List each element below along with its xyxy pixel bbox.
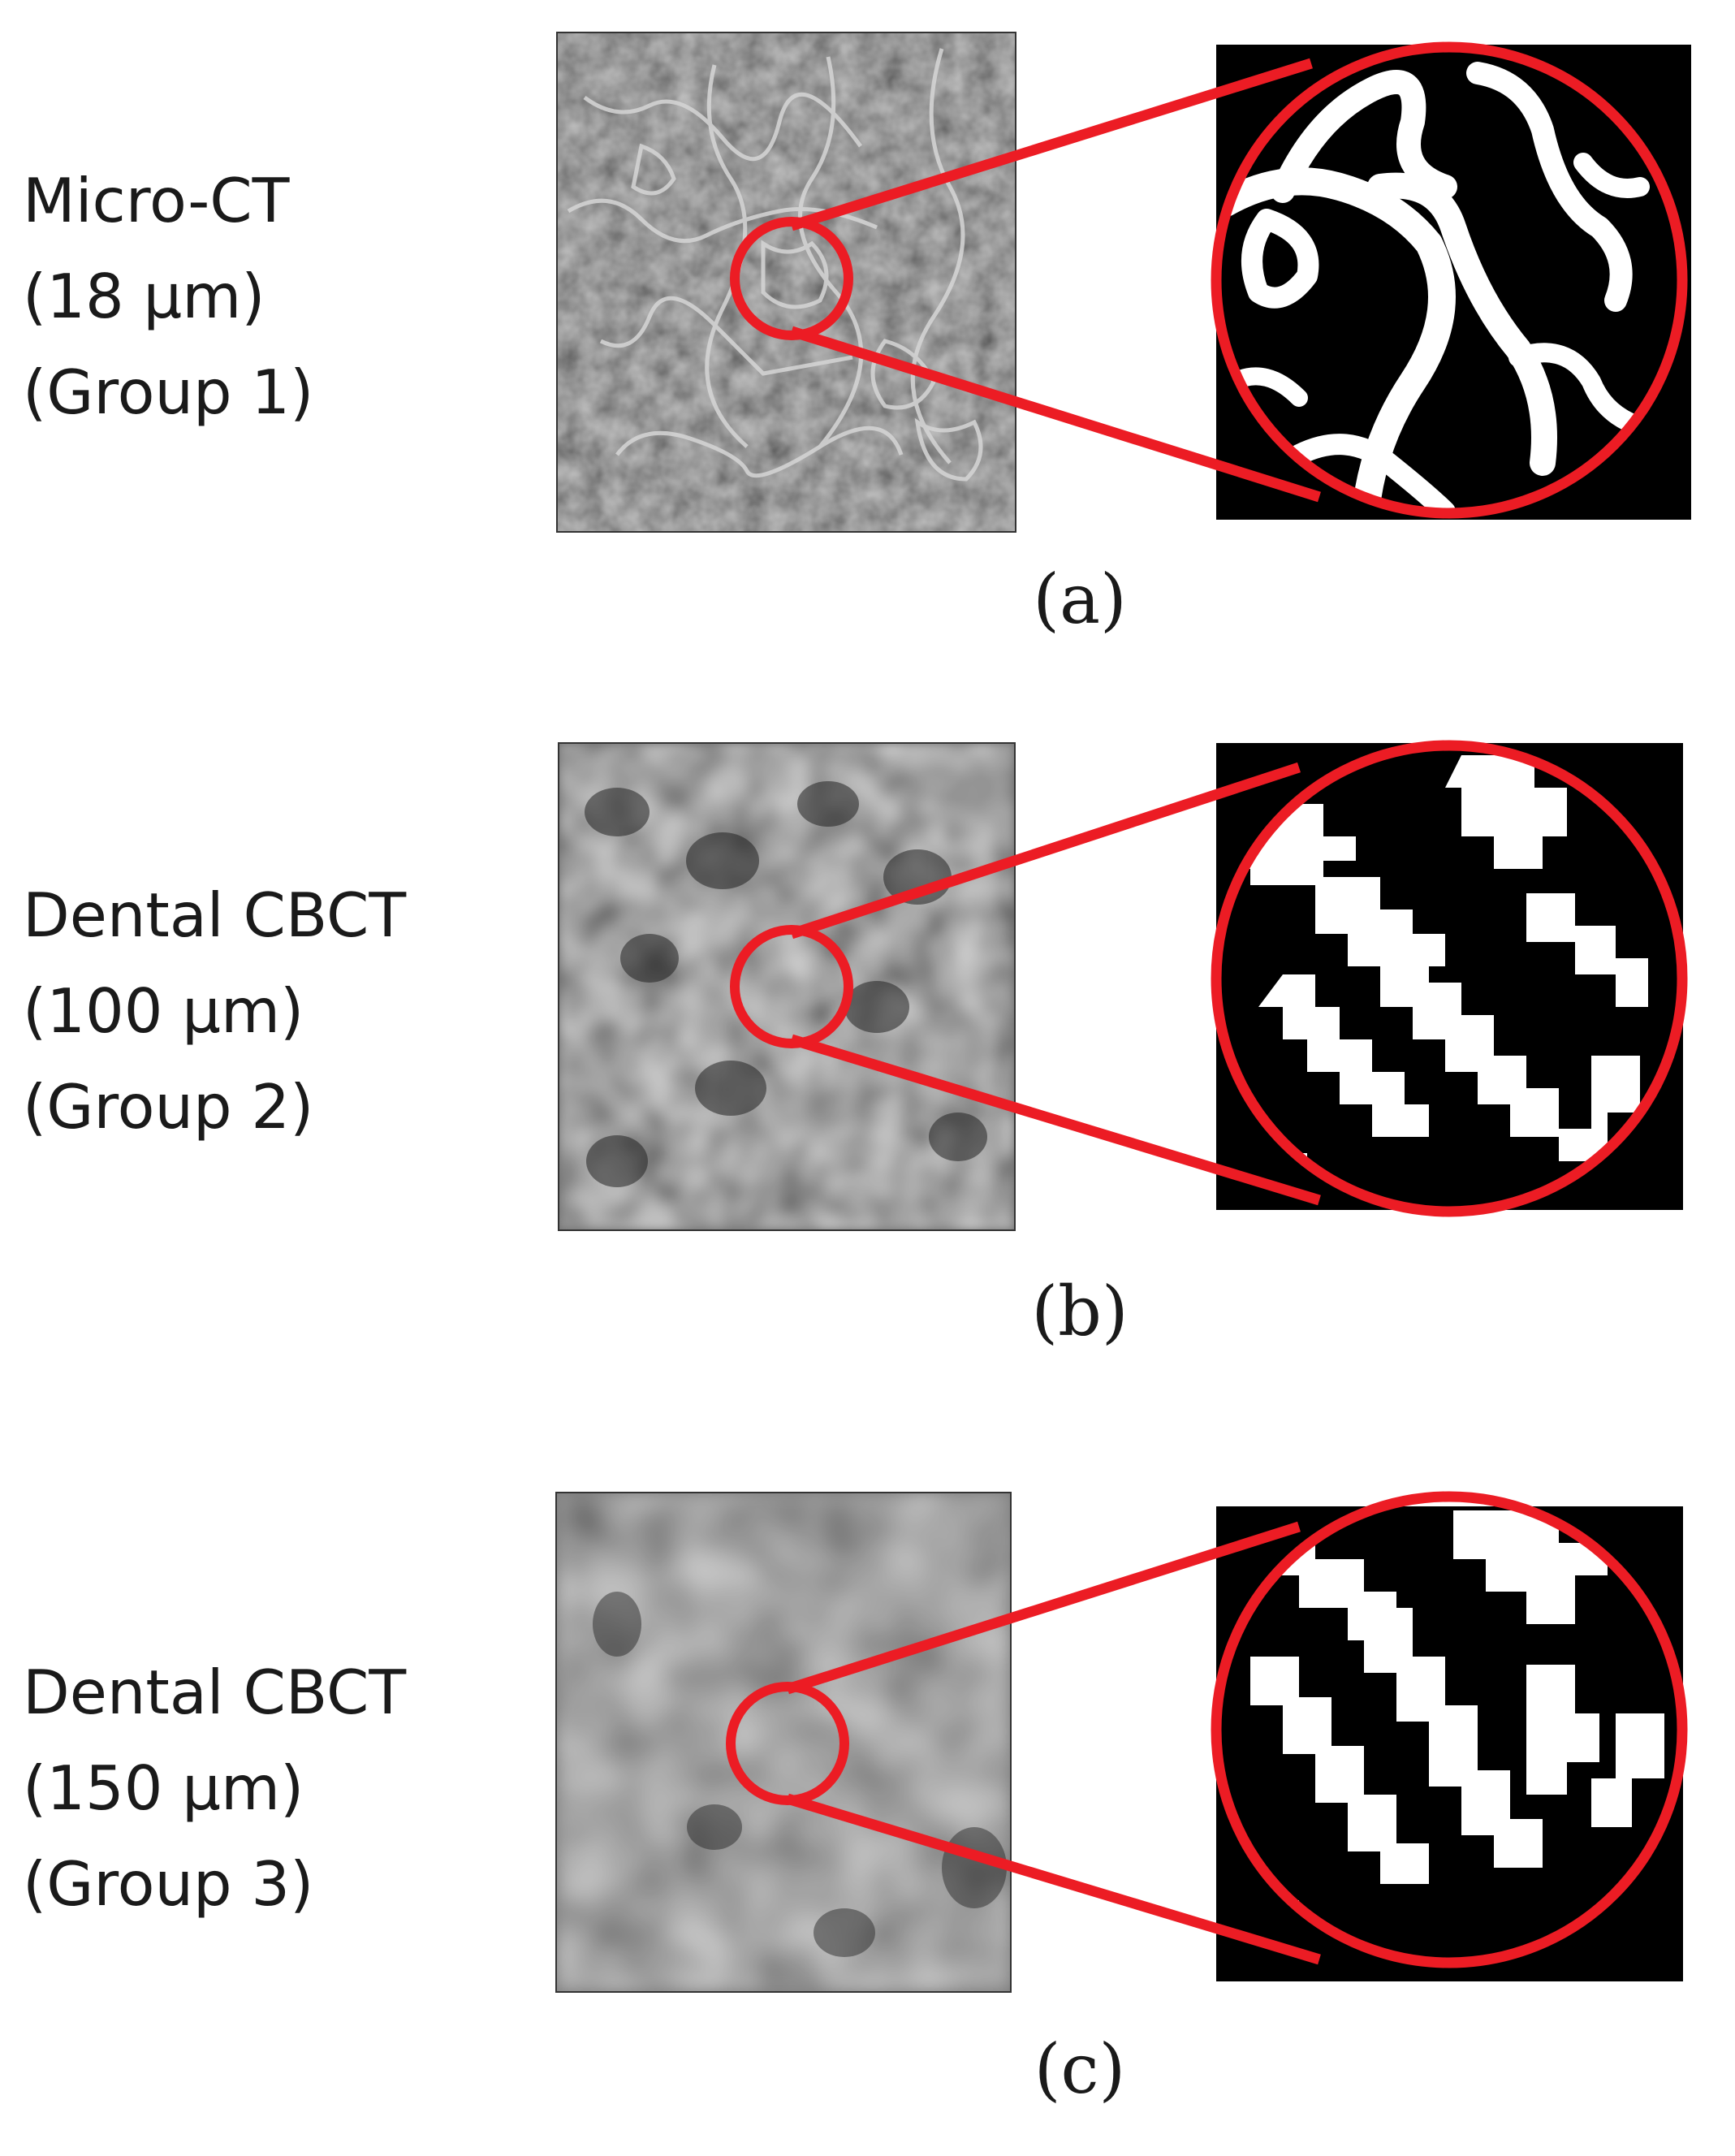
row-label-c: Dental CBCT (150 µm) (Group 3)	[23, 1644, 406, 1932]
row-label-a: Micro-CT (18 µm) (Group 1)	[23, 153, 313, 440]
row-b-graphics	[558, 740, 1688, 1231]
row-b-label-line-2: (100 µm)	[23, 975, 304, 1047]
panel-caption-c: (c)	[1034, 2029, 1126, 2109]
micro-ct-scan-image	[556, 32, 1016, 533]
zoom-connector-b	[730, 740, 1688, 1217]
row-label-b: Dental CBCT (100 µm) (Group 2)	[23, 867, 406, 1155]
row-c-label-line-1: Dental CBCT	[23, 1657, 407, 1728]
cbct-100um-scan-image	[558, 742, 1016, 1231]
row-a-label-line-1: Micro-CT	[23, 165, 290, 236]
binarized-zoom-image-b	[1216, 743, 1683, 1210]
row-c-label-line-2: (150 µm)	[23, 1752, 304, 1824]
binarized-zoom-image-c	[1216, 1506, 1683, 1981]
row-c-label-line-3: (Group 3)	[23, 1848, 314, 1920]
row-b-label-line-3: (Group 2)	[23, 1071, 314, 1143]
cbct-150um-scan-image	[555, 1492, 1012, 1993]
zoom-connector-c	[726, 1491, 1688, 1968]
row-a-label-line-3: (Group 1)	[23, 356, 314, 428]
row-a-label-line-2: (18 µm)	[23, 261, 265, 332]
row-b-label-line-1: Dental CBCT	[23, 879, 407, 951]
zoom-connector-a	[730, 41, 1688, 519]
row-a-graphics	[556, 32, 1691, 533]
row-c-graphics	[555, 1491, 1688, 1993]
panel-caption-a: (a)	[1033, 560, 1127, 639]
panel-caption-b: (b)	[1031, 1272, 1129, 1351]
